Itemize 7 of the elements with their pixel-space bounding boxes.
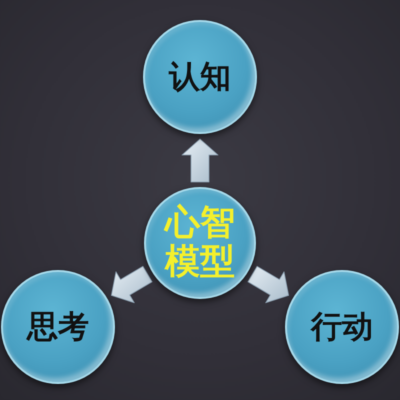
concept-label: 心智模型 [162, 204, 236, 282]
concept-label: 思考 [25, 310, 90, 344]
block-arrow [110, 266, 152, 304]
concept-label: 认知 [168, 60, 232, 94]
block-arrow [248, 266, 290, 304]
block-arrow [182, 138, 218, 182]
concept-label: 行动 [309, 310, 374, 344]
